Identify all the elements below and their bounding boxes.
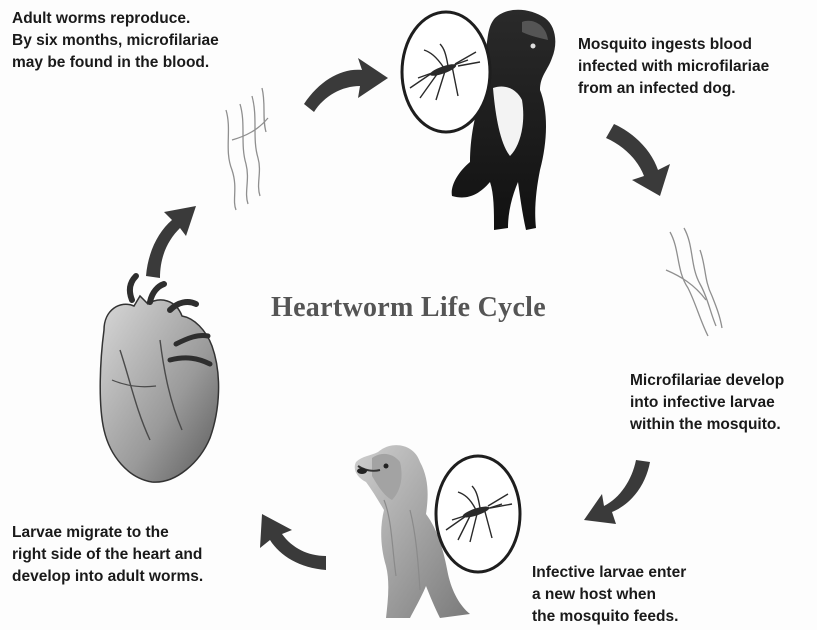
caption-line: develop into adult worms.: [12, 566, 203, 588]
caption-line: By six months, microfilariae: [12, 30, 219, 52]
caption-line: Infective larvae enter: [532, 562, 686, 584]
stage-caption-mosquito-ingests: Mosquito ingests blood infected with mic…: [578, 34, 769, 100]
stage-caption-infective-larvae: Infective larvae enter a new host when t…: [532, 562, 686, 628]
caption-line: right side of the heart and: [12, 544, 203, 566]
stage-caption-larvae-migrate: Larvae migrate to the right side of the …: [12, 522, 203, 588]
caption-line: within the mosquito.: [630, 414, 784, 436]
caption-line: Adult worms reproduce.: [12, 8, 219, 30]
arrow-icon: [606, 124, 670, 196]
mosquito-icon: [436, 456, 520, 572]
caption-line: infected with microfilariae: [578, 56, 769, 78]
caption-line: a new host when: [532, 584, 686, 606]
caption-line: Larvae migrate to the: [12, 522, 203, 544]
diagram-title: Heartworm Life Cycle: [0, 292, 817, 324]
arrow-icon: [584, 460, 650, 524]
stage-caption-adult-worms: Adult worms reproduce. By six months, mi…: [12, 8, 219, 74]
stage-caption-microfilariae-develop: Microfilariae develop into infective lar…: [630, 370, 784, 436]
caption-line: Mosquito ingests blood: [578, 34, 769, 56]
caption-line: into infective larvae: [630, 392, 784, 414]
caption-line: Microfilariae develop: [630, 370, 784, 392]
arrow-icon: [146, 206, 196, 278]
caption-line: from an infected dog.: [578, 78, 769, 100]
caption-line: may be found in the blood.: [12, 52, 219, 74]
mosquito-icon: [402, 12, 490, 132]
worms-icon: [226, 88, 268, 210]
arrow-icon: [304, 58, 388, 112]
arrow-icon: [260, 514, 326, 570]
caption-line: the mosquito feeds.: [532, 606, 686, 628]
